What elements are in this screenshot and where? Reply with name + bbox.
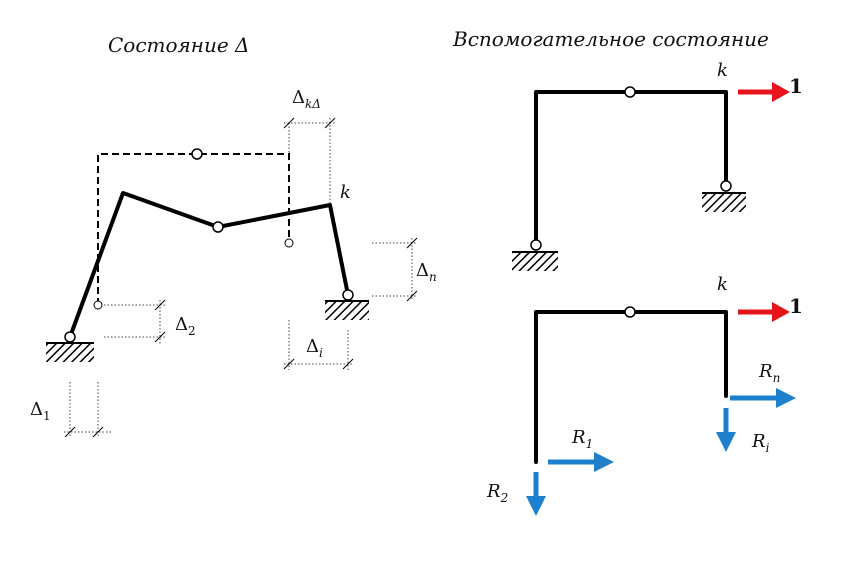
aux-top-support-right-pin (720, 180, 732, 192)
deformed-middle-hinge (212, 221, 224, 233)
support-left-hatch (46, 344, 94, 362)
auxiliary-state-title: Вспомогательное состояние (452, 27, 769, 51)
deformed-support-right-pin (342, 289, 354, 301)
state-delta-title: Состояние Δ (108, 33, 249, 57)
label-delta-i: Δi (306, 336, 323, 360)
aux-top-frame-group: k 1 (512, 60, 803, 271)
aux-top-support-right-hatch (702, 194, 746, 212)
support-right-hatch (325, 302, 369, 320)
dim-delta-n (372, 237, 418, 302)
deformed-frame (68, 191, 350, 339)
aux-top-frame (534, 90, 728, 247)
aux-top-unit-force-arrow-head (772, 82, 790, 102)
label-k-left: k (340, 182, 351, 203)
auxiliary-state-panel: Вспомогательное состояние k 1 k 1 (452, 27, 803, 516)
reaction-rn-label: Rn (758, 361, 780, 385)
aux-top-label-k: k (717, 60, 728, 81)
aux-bottom-frame (534, 310, 728, 464)
reaction-r2-label: R2 (486, 481, 508, 505)
aux-top-middle-hinge (624, 86, 636, 98)
state-delta-panel: Состояние Δ ΔkΔ k (30, 33, 437, 438)
dim-delta-k (283, 117, 336, 205)
reaction-ri-label: Ri (751, 431, 770, 455)
dim-delta-2 (104, 299, 166, 344)
undeformed-support-left (93, 300, 103, 310)
aux-bottom-middle-hinge (624, 306, 636, 318)
deformed-support-left-pin (64, 331, 76, 343)
aux-bottom-frame-group: k 1 R1 R2 Rn Ri (486, 274, 803, 516)
reaction-r2-arrow-head (526, 496, 546, 516)
reaction-r1-label: R1 (571, 427, 593, 451)
reaction-r1-arrow-head (594, 452, 614, 472)
dim-delta-1 (64, 382, 112, 438)
label-delta-1: Δ1 (30, 399, 51, 423)
label-delta-n: Δn (416, 260, 437, 284)
label-delta-2: Δ2 (175, 314, 196, 338)
aux-bottom-label-k: k (717, 274, 728, 295)
reaction-ri-arrow-head (716, 432, 736, 452)
aux-top-unit-label: 1 (789, 74, 803, 98)
undeformed-support-right (284, 238, 294, 248)
dim-delta-i (283, 320, 354, 370)
aux-bottom-unit-label: 1 (789, 294, 803, 318)
undeformed-frame (97, 153, 290, 305)
aux-top-support-left-hatch (512, 253, 558, 271)
aux-bottom-unit-force-arrow-head (772, 302, 790, 322)
reaction-rn-arrow-head (776, 388, 796, 408)
undeformed-hinge (191, 148, 203, 160)
label-delta-k: ΔkΔ (292, 87, 321, 111)
aux-top-support-left-pin (530, 239, 542, 251)
